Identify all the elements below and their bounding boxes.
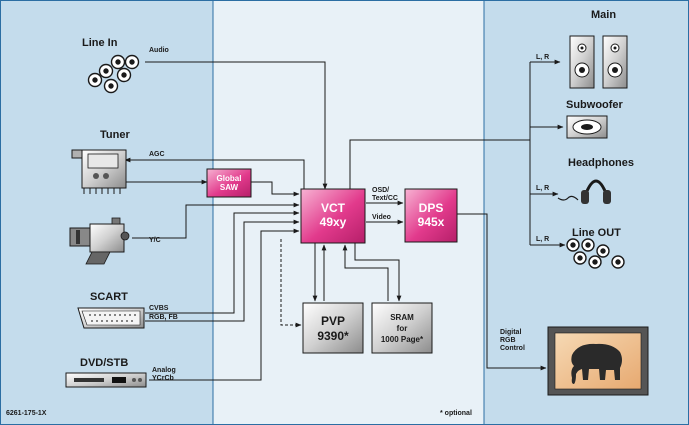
agc-signal-label: AGC: [149, 151, 165, 158]
rgb-label: RGB: [500, 337, 516, 344]
camcorder-icon: [69, 217, 130, 265]
audio-line: [145, 61, 328, 190]
agc-line: [124, 157, 305, 189]
sram-line1: SRAM: [390, 313, 414, 322]
optional-line: [280, 239, 302, 328]
scart-connector-icon: [77, 307, 145, 329]
subwoofer-icon: [566, 115, 608, 139]
headphones-icon: [557, 179, 611, 204]
elephant-icon: [571, 343, 622, 384]
ycrcb-line: [149, 228, 300, 381]
sram-vct-line: [342, 244, 389, 301]
digital-label: Digital: [500, 329, 521, 336]
tuner-icon: [71, 149, 127, 194]
cd-stack-icon: [87, 54, 140, 94]
saw-vct-line: [251, 181, 300, 197]
vct-line1: VCT: [321, 201, 346, 215]
rgb-fb-signal-label: RGB, FB: [149, 314, 178, 321]
rgb-control-line: [457, 213, 547, 371]
cvbs-signal-label: CVBS: [149, 305, 169, 312]
speaker-pair-icon: [569, 35, 628, 89]
line-out-connectors-icon: [566, 238, 625, 269]
sram-line2: for: [397, 324, 408, 333]
dvd-player-icon: [65, 372, 147, 388]
pvp-line1: PVP: [321, 314, 345, 328]
vct-line2: 49xy: [320, 215, 347, 229]
video-label: Video: [372, 214, 391, 221]
optional-note: * optional: [440, 410, 472, 417]
vct-block: VCT 49xy: [300, 188, 366, 244]
scart-label: SCART: [90, 291, 128, 303]
rgb-line: [145, 219, 300, 322]
saw-line2: SAW: [220, 183, 239, 192]
tuner-label: Tuner: [100, 129, 130, 141]
cvbs-line: [145, 210, 300, 314]
pvp-block: PVP 9390*: [302, 302, 364, 354]
osd-label: OSD/: [372, 187, 389, 194]
line-out-label: Line OUT: [572, 227, 621, 239]
audio-out-line: [349, 139, 530, 189]
headphones-label: Headphones: [568, 157, 634, 169]
vct-sram-line: [354, 242, 402, 302]
sram-block: SRAM for 1000 Page*: [371, 302, 433, 354]
line-out-lr-label: L, R: [536, 236, 549, 243]
dps-line1: DPS: [419, 201, 444, 215]
headphones-lr-label: L, R: [536, 185, 549, 192]
figure-code: 6261-175-1X: [6, 410, 47, 417]
main-lr-label: L, R: [536, 54, 549, 61]
line-in-label: Line In: [82, 37, 118, 49]
audio-signal-label: Audio: [149, 47, 169, 54]
tv-display-icon: [547, 326, 649, 396]
pvp-line2: 9390*: [317, 329, 349, 343]
dvd-stb-label: DVD/STB: [80, 357, 128, 369]
global-saw-block: Global SAW: [206, 168, 252, 198]
saw-line1: Global: [217, 174, 242, 183]
yc-line: [132, 202, 300, 239]
subwoofer-label: Subwoofer: [566, 99, 624, 111]
control-label: Control: [500, 345, 525, 352]
yc-signal-label: Y/C: [149, 237, 161, 244]
main-label: Main: [591, 9, 616, 21]
text-cc-label: Text/CC: [372, 195, 398, 202]
ycrcb-signal-label: YCrCb: [152, 375, 174, 382]
dps-line2: 945x: [418, 215, 445, 229]
analog-signal-label: Analog: [152, 367, 176, 374]
sram-line3: 1000 Page*: [381, 335, 424, 344]
dps-block: DPS 945x: [404, 188, 458, 243]
